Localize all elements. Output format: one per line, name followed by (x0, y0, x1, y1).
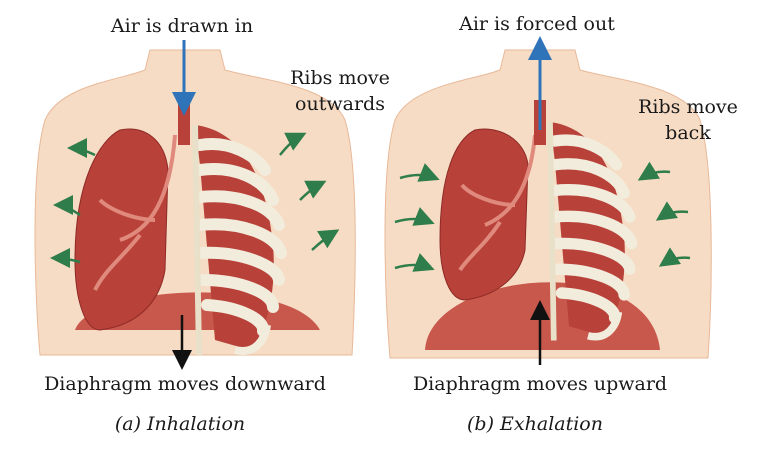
ribs-back-label-1: Ribs move (638, 96, 738, 118)
bronchi (458, 134, 537, 272)
inhalation-caption: (a) Inhalation (115, 413, 245, 435)
air-drawn-in-label: Air is drawn in (110, 15, 253, 37)
ribs-outwards-label-2: outwards (295, 93, 385, 115)
diaphragm-downward-label: Diaphragm moves downward (44, 373, 326, 395)
diaphragm-upward-label: Diaphragm moves upward (413, 373, 667, 395)
ribs-outward-arrows (50, 132, 340, 269)
exhalation-caption: (b) Exhalation (467, 413, 603, 435)
air-forced-out-label: Air is forced out (458, 13, 615, 35)
ribs-back-label-2: back (665, 122, 711, 144)
left-lung (74, 128, 169, 331)
ribs-back-arrows (394, 161, 691, 272)
bronchi (93, 134, 177, 291)
inhalation-figure: Air is drawn in Ribs move outwards Diaph… (34, 15, 390, 435)
ribs-outwards-label-1: Ribs move (290, 67, 390, 89)
left-lung (439, 128, 529, 301)
exhalation-figure: Air is forced out Ribs move back Diaphra… (384, 13, 738, 435)
